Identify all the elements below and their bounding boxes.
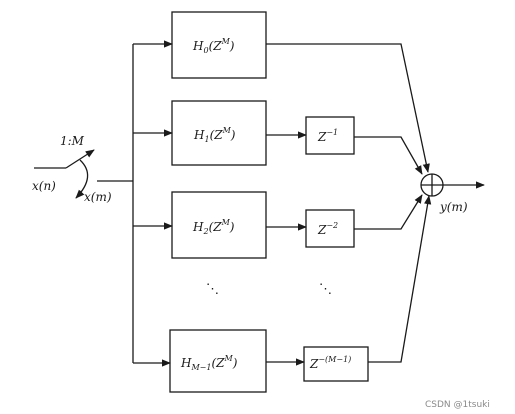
filter-label-hm1: HM−1(ZM) [180, 354, 238, 372]
delay-label-2: Z−2 [317, 221, 338, 237]
filter-box-h2 [171, 191, 267, 259]
filters-ellipsis: ⋱ [206, 282, 219, 297]
filter-box-h0 [171, 11, 267, 79]
output-signal-label: y(m) [439, 200, 468, 214]
filter-label-h0: H0(ZM) [192, 37, 235, 55]
filter-label-h2: H2(ZM) [192, 218, 235, 236]
input-signal-label: x(n) [32, 179, 56, 193]
filter-box-hm1 [169, 329, 267, 393]
watermark-text: CSDN @1tsuki [425, 400, 490, 410]
delay-box-m1 [303, 346, 369, 382]
sampler-switch-arm [65, 149, 95, 169]
ratio-label: 1:M [60, 134, 85, 148]
sampler-rotation-arc [75, 159, 89, 199]
filter-box-h1 [171, 100, 267, 166]
delaym1-to-summer [368, 195, 432, 363]
filter-label-h1: H1(ZM) [193, 126, 236, 144]
mid-signal-label: x(m) [84, 190, 112, 204]
delay-box-1 [305, 116, 355, 155]
delay2-to-summer [354, 194, 423, 230]
delays-ellipsis: ⋱ [319, 282, 332, 297]
delay1-to-summer [354, 136, 423, 175]
h0-to-summer [266, 43, 430, 173]
delay-label-m1: Z−(M−1) [309, 355, 351, 371]
delay-label-1: Z−1 [317, 128, 338, 144]
